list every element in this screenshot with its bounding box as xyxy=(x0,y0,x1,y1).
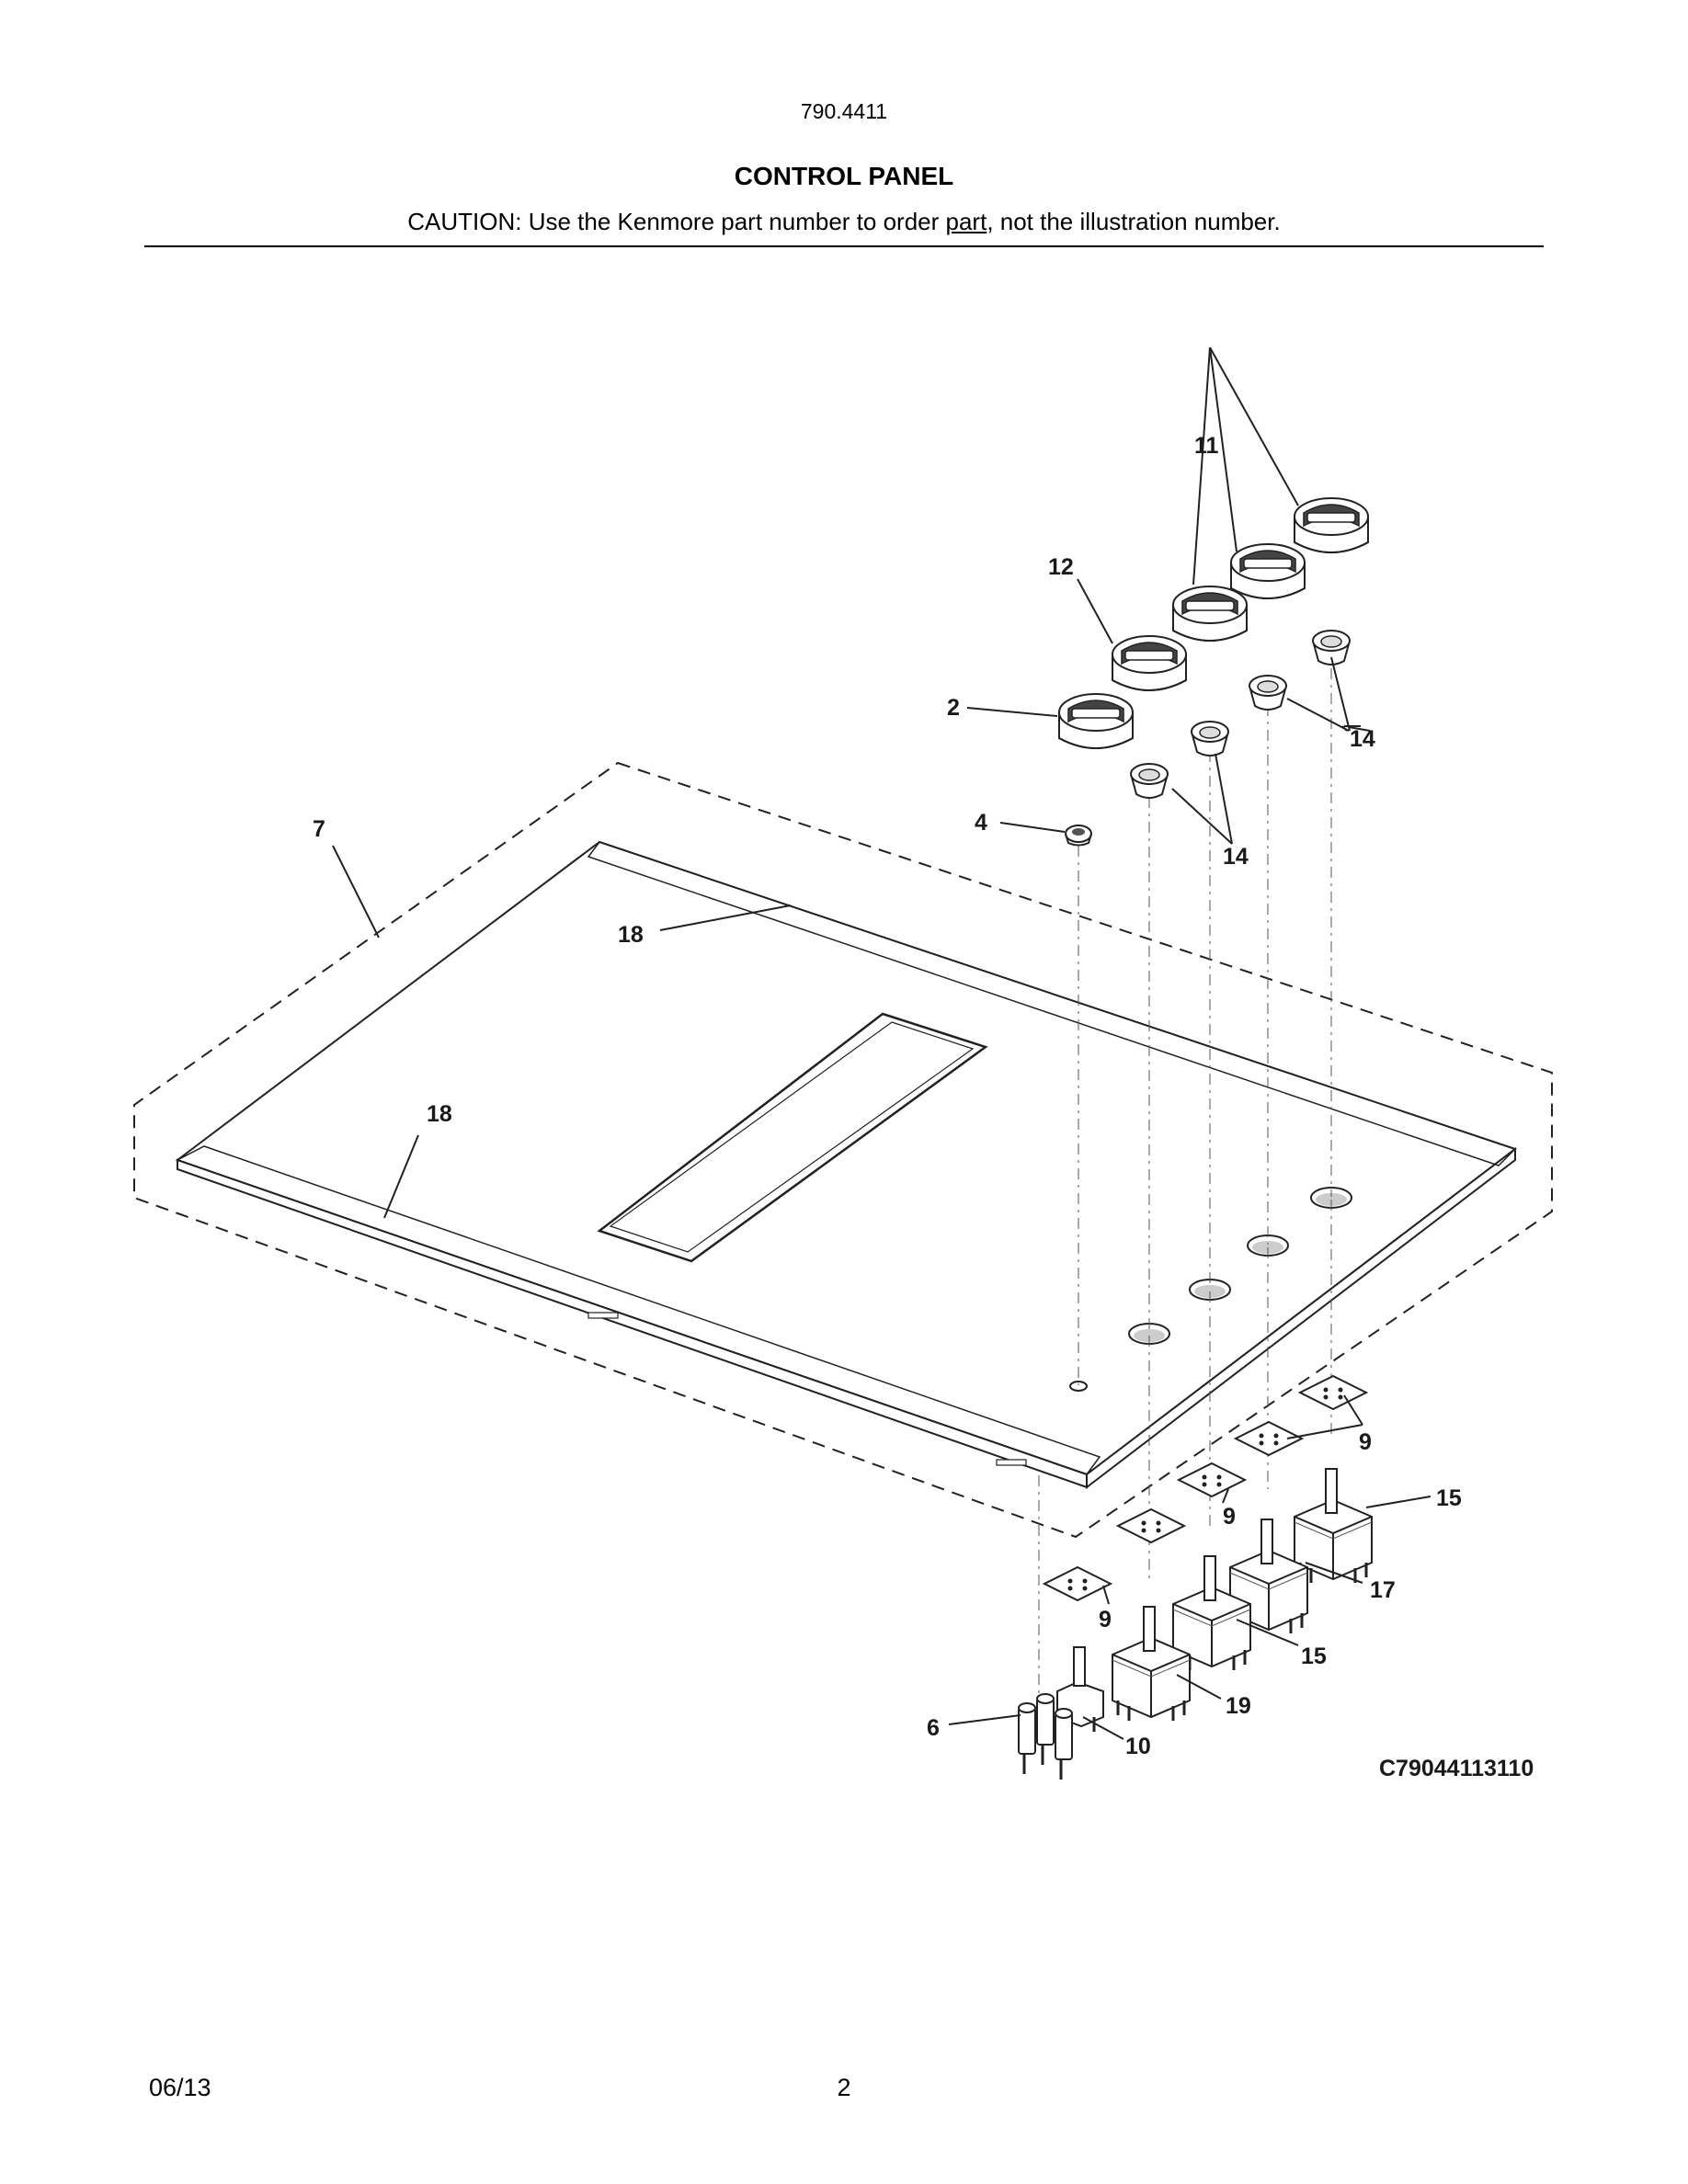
caution-note: CAUTION: Use the Kenmore part number to … xyxy=(0,208,1688,236)
page-title: CONTROL PANEL xyxy=(734,162,954,190)
callout-12: 12 xyxy=(1048,554,1074,580)
insulator-icon xyxy=(1178,1462,1246,1497)
caution-underlined-word: part xyxy=(945,208,987,235)
panel-assembly-outline xyxy=(133,761,1553,1539)
caution-text-end: , not the illustration number. xyxy=(987,208,1281,235)
callout-4: 4 xyxy=(975,810,987,836)
callout-17: 17 xyxy=(1370,1577,1396,1603)
insulator-icon xyxy=(1299,1375,1367,1410)
bezel-icon xyxy=(1191,721,1229,756)
bezel-icon xyxy=(1249,675,1287,711)
indicator-bezel-icon xyxy=(1065,825,1092,847)
callout-2: 2 xyxy=(947,695,960,721)
callout-14-upper: 14 xyxy=(1350,726,1375,752)
callout-9-right: 9 xyxy=(1359,1429,1372,1455)
knob-icon xyxy=(1294,497,1369,553)
bezel-icon xyxy=(1130,763,1169,799)
page-number: 2 xyxy=(837,2074,851,2101)
callout-11: 11 xyxy=(1194,433,1219,459)
callout-14-lower: 14 xyxy=(1223,844,1249,870)
knob-icon xyxy=(1230,543,1306,599)
figure-code: C79044113110 xyxy=(1379,1756,1534,1781)
model-number: 790.4411 xyxy=(800,99,888,123)
knob-icon xyxy=(1058,693,1134,749)
callout-19: 19 xyxy=(1226,1693,1251,1719)
callout-7: 7 xyxy=(313,816,325,842)
indicator-light-icon xyxy=(1018,1693,1073,1780)
callout-15-upper: 15 xyxy=(1436,1485,1462,1511)
header-rule xyxy=(144,245,1544,247)
knob-icon xyxy=(1112,635,1187,691)
control-panel-plate xyxy=(175,840,1518,1490)
callout-18-rear: 18 xyxy=(618,922,644,948)
caution-text-start: CAUTION: Use the Kenmore part number to … xyxy=(407,208,946,235)
leader-lines xyxy=(332,347,1431,1740)
callout-10: 10 xyxy=(1125,1734,1151,1759)
insulator-icon xyxy=(1044,1566,1112,1601)
insulator-icon xyxy=(1117,1508,1185,1543)
knob-icon xyxy=(1172,586,1248,642)
callout-15-lower: 15 xyxy=(1301,1644,1327,1669)
callout-9-middle: 9 xyxy=(1223,1504,1236,1530)
callout-6: 6 xyxy=(927,1715,940,1741)
footer-date: 06/13 xyxy=(149,2074,211,2101)
callout-18-front: 18 xyxy=(427,1101,452,1127)
callout-9-left: 9 xyxy=(1099,1607,1112,1632)
